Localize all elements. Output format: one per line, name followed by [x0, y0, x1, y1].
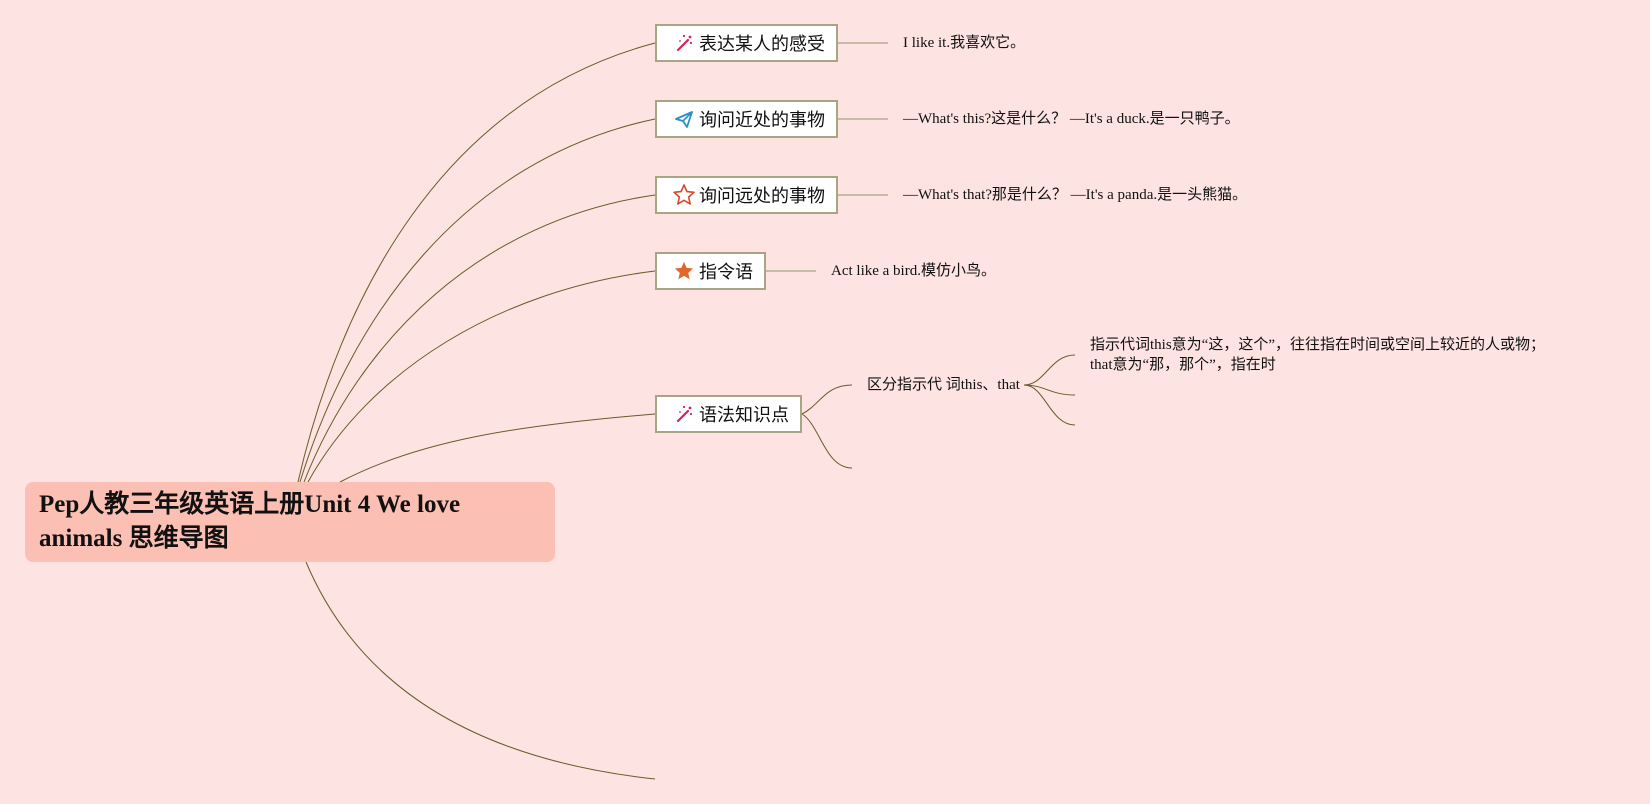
- topic-ask-far-things[interactable]: 询问远处的事物: [655, 176, 838, 214]
- star-filled-icon: [671, 258, 697, 284]
- detail-express-feelings: I like it.我喜欢它。: [903, 35, 1026, 51]
- detail-ask-near-things: —What's this?这是什么？ —It's a duck.是一只鸭子。: [903, 111, 1240, 127]
- star-outline-icon: [671, 182, 697, 208]
- topic-label: 语法知识点: [699, 405, 789, 426]
- root-node[interactable]: Pep人教三年级英语上册Unit 4 We love animals 思维导图: [25, 482, 555, 562]
- grammar-note: 指示代词this意为“这，这个”，往往指在时间或空间上较近的人或物；that意为…: [1090, 337, 1545, 373]
- paper-plane-icon: [671, 106, 697, 132]
- detail-ask-far-things: —What's that?那是什么？ —It's a panda.是一头熊猫。: [903, 187, 1248, 203]
- topic-grammar[interactable]: 语法知识点: [655, 395, 802, 433]
- topic-ask-near-things[interactable]: 询问近处的事物: [655, 100, 838, 138]
- topic-label: 指令语: [699, 262, 753, 283]
- root-title: Pep人教三年级英语上册Unit 4 We love animals 思维导图: [39, 491, 461, 552]
- magic-wand-icon: [671, 401, 697, 427]
- topic-label: 询问近处的事物: [699, 110, 825, 131]
- detail-grammar: 区分指示代 词this、that: [867, 377, 1020, 393]
- detail-commands: Act like a bird.模仿小鸟。: [831, 263, 996, 279]
- topic-express-feelings[interactable]: 表达某人的感受: [655, 24, 838, 62]
- magic-wand-icon: [671, 30, 697, 56]
- topic-label: 询问远处的事物: [699, 186, 825, 207]
- topic-label: 表达某人的感受: [699, 34, 825, 55]
- topic-commands[interactable]: 指令语: [655, 252, 766, 290]
